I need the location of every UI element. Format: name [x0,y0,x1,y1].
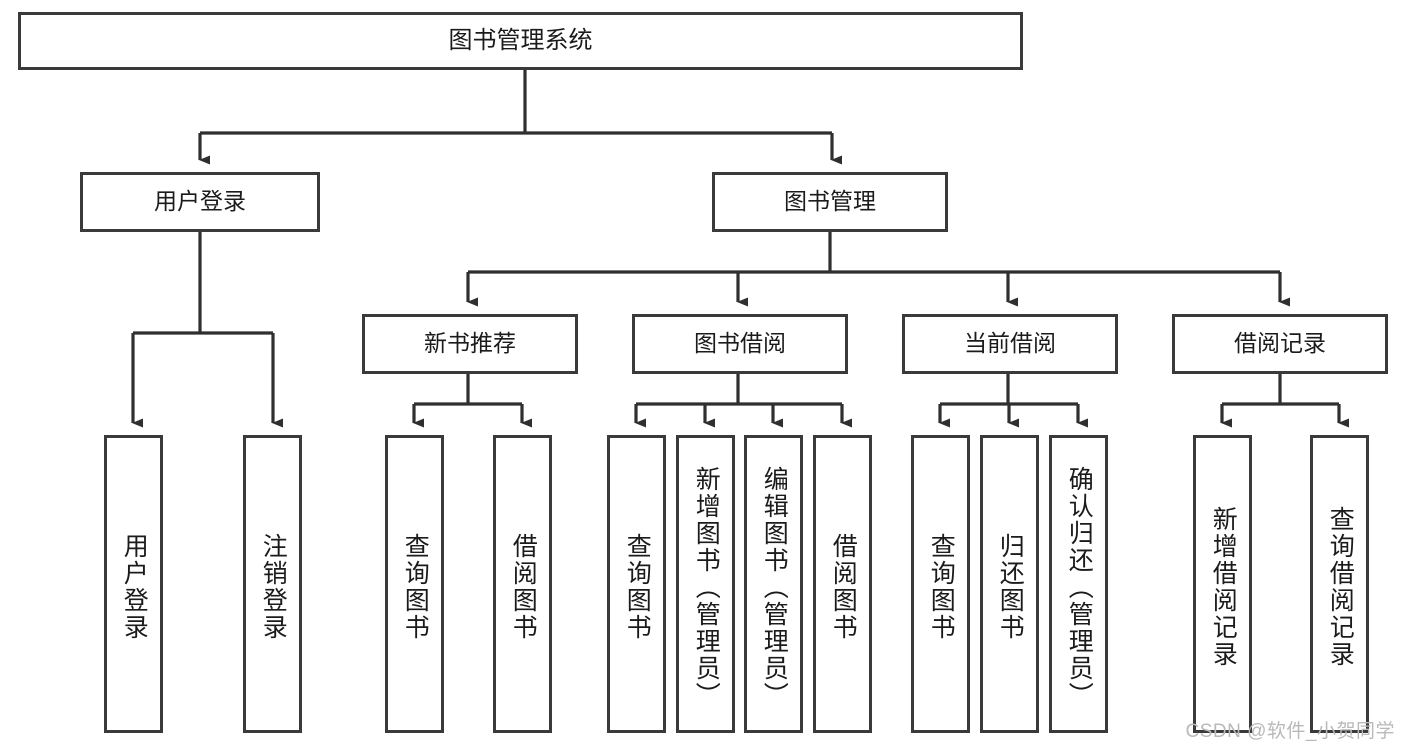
leaf-user-login-label: 用户登录 [120,533,149,641]
leaf-borrow-book-1[interactable]: 借阅图书 [493,435,552,733]
leaf-borrow-book-2[interactable]: 借阅图书 [813,435,872,733]
leaf-borrow-book-2-label: 借阅图书 [829,533,858,641]
leaf-query-book-3-label: 查询图书 [927,533,956,641]
node-user-login-label: 用户登录 [154,188,246,215]
leaf-logout[interactable]: 注销登录 [243,435,302,733]
leaf-add-record[interactable]: 新增借阅记录 [1193,435,1252,733]
node-root-label: 图书管理系统 [448,26,593,54]
leaf-confirm-return-label: 确认归还（管理员） [1065,465,1094,709]
leaf-edit-book[interactable]: 编辑图书（管理员） [744,435,803,733]
node-book-manage-label: 图书管理 [784,188,876,215]
node-borrow-record-label: 借阅记录 [1234,330,1326,357]
leaf-query-record-label: 查询借阅记录 [1326,506,1355,668]
leaf-query-book-1[interactable]: 查询图书 [385,435,444,733]
leaf-add-book[interactable]: 新增图书（管理员） [676,435,735,733]
leaf-query-book-2[interactable]: 查询图书 [607,435,666,733]
leaf-edit-book-label: 编辑图书（管理员） [760,465,789,709]
node-new-book-recommend-label: 新书推荐 [424,330,516,357]
node-user-login[interactable]: 用户登录 [80,172,320,232]
node-book-borrow-label: 图书借阅 [694,330,786,357]
leaf-return-book[interactable]: 归还图书 [980,435,1039,733]
leaf-user-login[interactable]: 用户登录 [104,435,163,733]
leaf-return-book-label: 归还图书 [996,533,1025,641]
leaf-query-record[interactable]: 查询借阅记录 [1310,435,1369,733]
node-book-manage[interactable]: 图书管理 [712,172,948,232]
leaf-add-book-label: 新增图书（管理员） [692,465,721,709]
node-borrow-record[interactable]: 借阅记录 [1172,314,1388,374]
leaf-query-book-3[interactable]: 查询图书 [911,435,970,733]
node-new-book-recommend[interactable]: 新书推荐 [362,314,578,374]
node-current-borrow-label: 当前借阅 [964,330,1056,357]
leaf-logout-label: 注销登录 [259,533,288,641]
leaf-confirm-return[interactable]: 确认归还（管理员） [1049,435,1108,733]
leaf-borrow-book-1-label: 借阅图书 [509,533,538,641]
watermark: CSDN @软件_小贺同学 [1185,721,1395,742]
node-root[interactable]: 图书管理系统 [18,12,1023,70]
leaf-add-record-label: 新增借阅记录 [1209,506,1238,668]
leaf-query-book-1-label: 查询图书 [401,533,430,641]
node-current-borrow[interactable]: 当前借阅 [902,314,1118,374]
node-book-borrow[interactable]: 图书借阅 [632,314,848,374]
leaf-query-book-2-label: 查询图书 [623,533,652,641]
